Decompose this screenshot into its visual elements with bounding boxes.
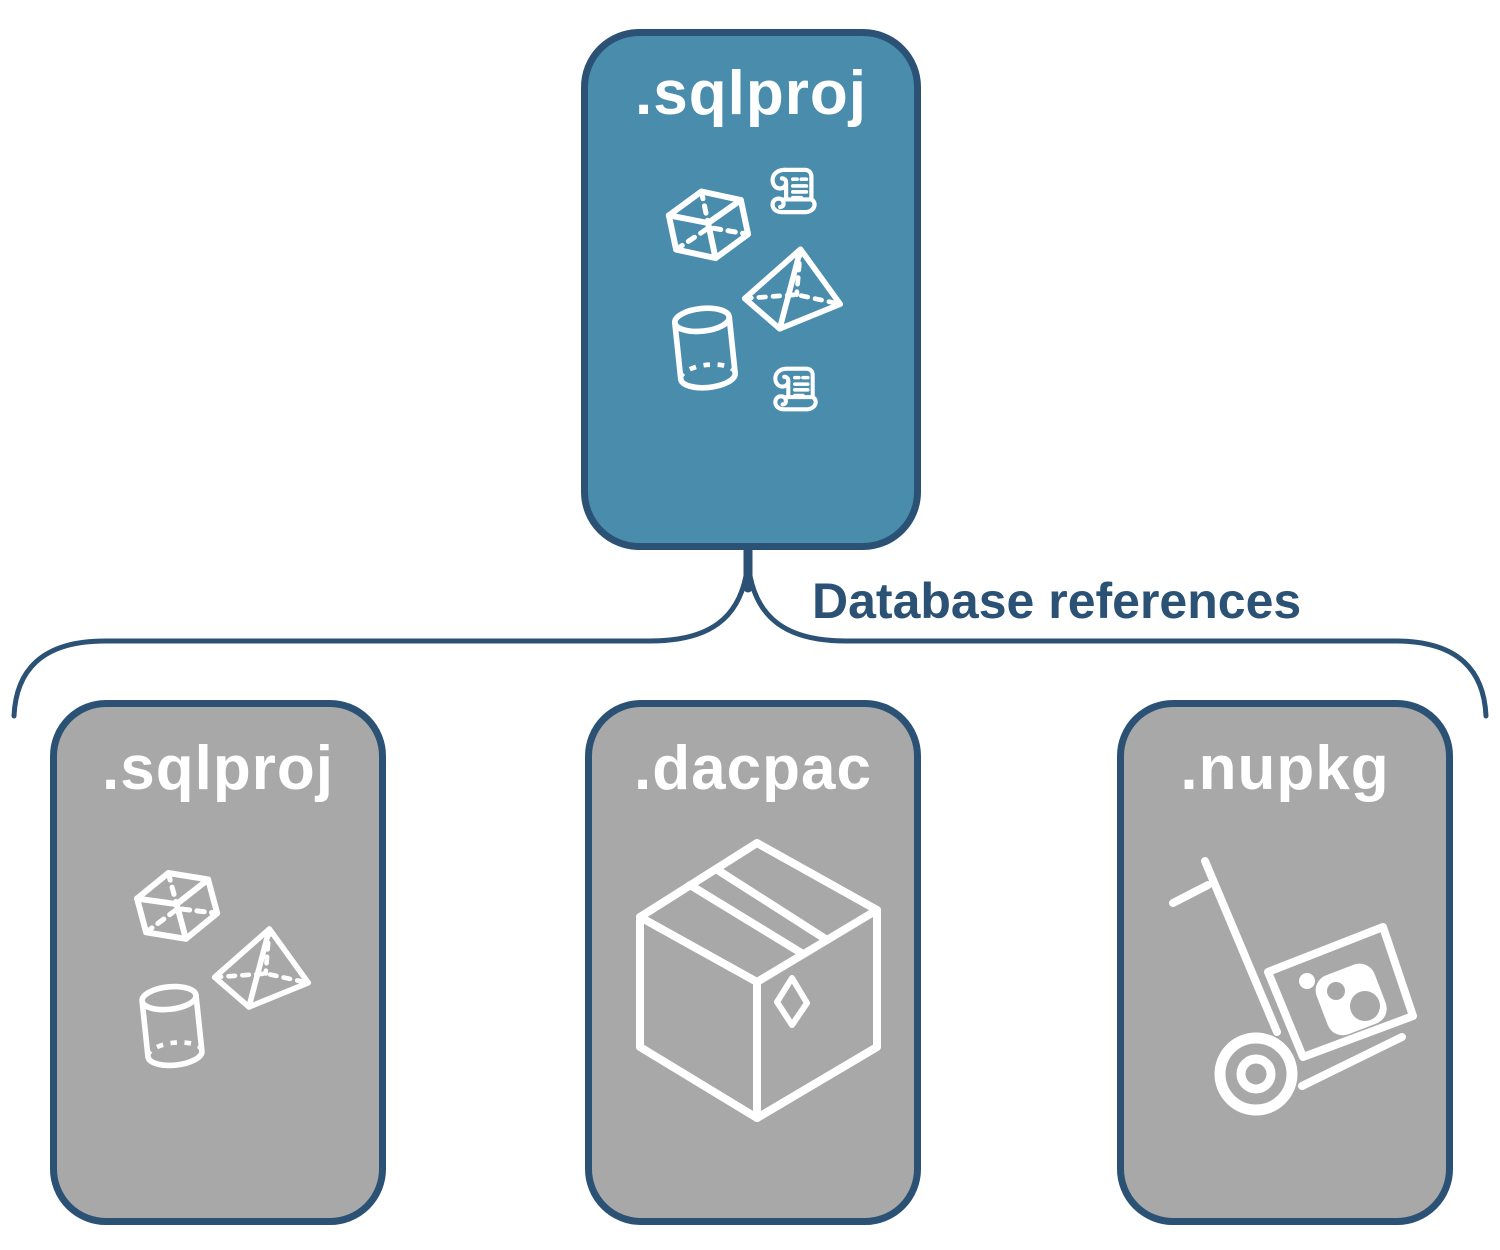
- node-title-ref-dacpac: .dacpac: [634, 734, 872, 803]
- connector-label: Database references: [812, 573, 1302, 629]
- cube-icon: [133, 867, 225, 959]
- cube-icon: [664, 186, 756, 278]
- node-ref-sqlproj: .sqlproj: [50, 700, 386, 1225]
- node-ref-nupkg: .nupkg: [1117, 700, 1453, 1225]
- node-title-root: .sqlproj: [635, 59, 867, 128]
- scroll-icon: [768, 362, 820, 416]
- pyramid-icon: [210, 923, 312, 1013]
- node-title-ref-nupkg: .nupkg: [1180, 734, 1390, 803]
- cylinder-icon: [671, 304, 738, 392]
- node-root-sqlproj: .sqlproj: [581, 29, 921, 550]
- node-title-ref-sqlproj: .sqlproj: [102, 734, 334, 803]
- scroll-icon: [765, 163, 819, 219]
- package-box-icon: [630, 835, 890, 1135]
- pyramid-icon: [740, 244, 844, 334]
- cylinder-icon: [139, 983, 205, 1069]
- hand-truck-icon: [1150, 839, 1450, 1139]
- node-ref-dacpac: .dacpac: [585, 700, 921, 1225]
